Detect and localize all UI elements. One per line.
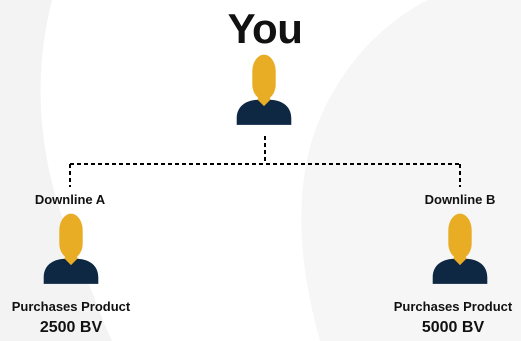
person-body bbox=[432, 258, 488, 284]
person-body bbox=[43, 258, 99, 284]
node-b-label: Downline B bbox=[424, 192, 496, 207]
node-a-label: Downline A bbox=[34, 192, 106, 207]
person-head bbox=[59, 213, 83, 259]
node-b-value: 5000 BV bbox=[421, 319, 485, 336]
person-icon bbox=[225, 50, 303, 128]
background-curve-left bbox=[0, 0, 112, 341]
node-b-caption: Purchases Product bbox=[393, 299, 513, 314]
root-title: You bbox=[227, 5, 303, 52]
person-icon bbox=[32, 209, 110, 287]
node-a-caption: Purchases Product bbox=[11, 299, 131, 314]
person-body bbox=[236, 99, 292, 125]
node-a-value: 2500 BV bbox=[39, 319, 103, 336]
person-icon bbox=[421, 209, 499, 287]
person-head bbox=[448, 213, 472, 259]
person-head bbox=[252, 54, 276, 100]
